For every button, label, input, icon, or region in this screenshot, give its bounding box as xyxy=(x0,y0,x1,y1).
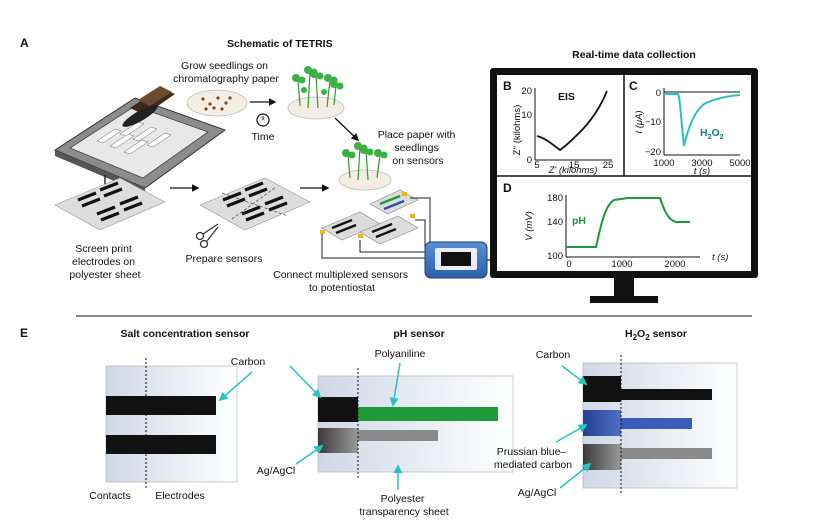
screen-print-label: Screen print electrodes on polyester she… xyxy=(69,243,140,281)
seedlings-dish xyxy=(287,66,345,120)
monitor xyxy=(490,68,758,303)
d-yticks-label: 100 xyxy=(547,251,563,262)
polyester-label: Polyester transparency sheet xyxy=(359,493,448,518)
schematic-title: Schematic of TETRIS xyxy=(227,38,333,50)
panel-b-yticks: 20 10 0 xyxy=(521,86,532,166)
polyaniline-arrow xyxy=(389,362,401,407)
panel-c-letter: C xyxy=(629,79,638,93)
panel-d-voltage-curve xyxy=(566,197,690,248)
h2o2-sensor xyxy=(582,355,738,495)
b-yticks-label: 20 xyxy=(521,86,532,97)
salt-sensor xyxy=(105,358,238,490)
printed-sheet xyxy=(54,177,166,231)
salt-carbon-arrow xyxy=(218,371,253,402)
panel-b: B 5 15 25 20 10 0 EIS Z'' (kilohms) Z' (kilo… xyxy=(503,79,613,176)
ph-sensor xyxy=(317,368,514,480)
d-yticks-label: 140 xyxy=(547,217,563,228)
panel-c-current-curve xyxy=(664,93,741,147)
place-paper-label: Place paper with seedlings on sensors xyxy=(378,129,459,167)
h2o2-sensor-title: H2O2 sensor xyxy=(625,328,687,342)
panel-a-letter: A xyxy=(20,36,29,50)
d-xticks-label: 1000 xyxy=(611,259,632,270)
panel-c-yticks: 0 −10 −20 xyxy=(645,88,661,158)
c-yticks-label: −10 xyxy=(645,117,661,128)
arrow-place xyxy=(334,117,360,142)
panel-b-xlabel: Z' (kilohms) xyxy=(548,165,598,176)
h2o2-agagcl-label: Ag/AgCl xyxy=(518,487,557,499)
b-xticks-label: 25 xyxy=(603,160,614,171)
grow-seedlings-label: Grow seedlings on chromatography paper xyxy=(173,60,279,85)
panel-d: D 0 1000 2000 180 140 100 pH V (mV) t (s) xyxy=(503,181,728,270)
potentiostat xyxy=(424,241,497,279)
contacts-label: Contacts xyxy=(89,490,130,502)
d-yticks-label: 180 xyxy=(547,193,563,204)
polyaniline-label: Polyaniline xyxy=(375,348,426,360)
c-xticks-label: 1000 xyxy=(653,158,674,169)
prepare-sensors-label: Prepare sensors xyxy=(185,253,262,265)
ph-agagcl-arrow xyxy=(295,444,324,465)
panel-d-ylabel: V (mV) xyxy=(524,211,535,241)
panel-b-xticks: 5 15 25 xyxy=(534,160,613,171)
d-xticks-label: 2000 xyxy=(664,259,685,270)
panel-c: C 1000 3000 5000 0 −10 −20 H2O2 I (μA) t (s) xyxy=(629,79,751,177)
c-yticks-label: 0 xyxy=(656,88,661,99)
scissors-icon xyxy=(195,223,219,249)
b-yticks-label: 0 xyxy=(527,155,532,166)
electrodes-label: Electrodes xyxy=(155,490,205,502)
ph-agagcl-label: Ag/AgCl xyxy=(257,465,296,477)
seedlings-on-sensors xyxy=(338,142,392,191)
ph-sensor-title: pH sensor xyxy=(393,328,444,340)
c-yticks-label: −20 xyxy=(645,147,661,158)
h2o2-agagcl-arrow xyxy=(559,462,592,489)
prussian-label: Prussian blue– mediated carbon xyxy=(494,446,572,471)
connect-label: Connect multiplexed sensors to potentios… xyxy=(273,269,411,294)
seed-dish xyxy=(186,89,248,117)
panel-b-ylabel: Z'' (kilohms) xyxy=(512,105,523,156)
clock-icon xyxy=(256,113,270,127)
salt-sensor-title: Salt concentration sensor xyxy=(121,328,250,340)
panel-d-xticks: 0 1000 2000 xyxy=(566,259,685,270)
panel-b-eis-curve xyxy=(536,90,608,152)
c-xticks-label: 5000 xyxy=(729,158,750,169)
b-xticks-label: 15 xyxy=(569,160,580,171)
panel-c-xticks: 1000 3000 5000 xyxy=(653,158,750,169)
time-label: Time xyxy=(252,131,275,143)
multiplexed-sensors xyxy=(320,189,431,259)
cut-sheet xyxy=(199,177,311,231)
panel-d-letter: D xyxy=(503,181,512,195)
panel-b-letter: B xyxy=(503,79,512,93)
salt-carbon-label: Carbon xyxy=(231,356,266,368)
prussian-arrow xyxy=(555,424,588,443)
h2o2-carbon-label: Carbon xyxy=(536,349,571,361)
eis-annotation: EIS xyxy=(558,91,575,103)
b-xticks-label: 5 xyxy=(534,160,539,171)
screen-print-frame xyxy=(53,86,227,194)
panel-e-letter: E xyxy=(20,326,28,340)
h2o2-annotation: H2O2 xyxy=(700,127,724,141)
panel-c-ylabel: I (μA) xyxy=(634,110,645,133)
ph-carbon-arrow xyxy=(289,365,322,399)
d-xticks-label: 0 xyxy=(566,259,571,270)
h2o2-carbon-arrow xyxy=(561,365,588,386)
panel-d-yticks: 180 140 100 xyxy=(547,193,563,262)
ph-annotation: pH xyxy=(572,215,586,227)
b-yticks-label: 10 xyxy=(521,110,532,121)
c-xticks-label: 3000 xyxy=(691,158,712,169)
realtime-title: Real-time data collection xyxy=(572,49,696,61)
panel-d-xlabel: t (s) xyxy=(712,252,728,263)
panel-c-xlabel: t (s) xyxy=(694,166,710,177)
